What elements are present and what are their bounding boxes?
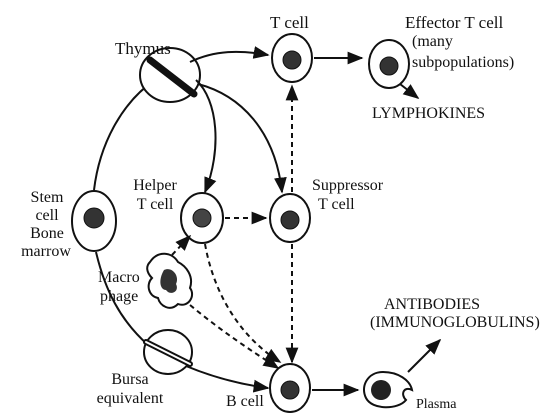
macrophage-to-helper-dashed bbox=[172, 236, 190, 255]
effector-note-line2: subpopulations) bbox=[412, 55, 514, 71]
lymphokines-label: LYMPHOKINES bbox=[372, 106, 485, 122]
bursa-to-bcell-arrow bbox=[186, 366, 268, 388]
stem-label-line1: Stem bbox=[22, 190, 72, 206]
stem-label-line4: marrow bbox=[16, 244, 76, 260]
antibodies-label-line2: (IMMUNOGLOBULINS) bbox=[370, 315, 540, 331]
plasma-to-antibodies-arrow bbox=[408, 340, 440, 372]
bursa-label-line1: Bursa bbox=[100, 372, 160, 388]
suppressor-label-line1: Suppressor bbox=[312, 178, 383, 194]
stem-to-thymus-path bbox=[94, 80, 155, 190]
plasma-cell bbox=[364, 372, 412, 407]
macrophage-to-bcell-dashed bbox=[190, 305, 278, 368]
b-cell bbox=[270, 364, 310, 412]
suppressor-label-line2: T cell bbox=[318, 197, 355, 213]
bursa-equivalent-organ bbox=[144, 330, 192, 374]
antibodies-label-line1: ANTIBODIES bbox=[384, 297, 480, 313]
helper-t-cell bbox=[181, 193, 223, 243]
stem-label-line3: Bone bbox=[22, 226, 72, 242]
thymus-to-tcell-arrow bbox=[190, 52, 268, 62]
helper-label-line2: T cell bbox=[125, 197, 185, 213]
stem-label-line2: cell bbox=[22, 208, 72, 224]
stem-cell bbox=[72, 191, 116, 251]
effector-note-line1: (many bbox=[412, 34, 453, 50]
thymus-to-helper-arrow bbox=[196, 80, 216, 192]
effector-to-lymphokines-arrow bbox=[400, 84, 418, 98]
helper-label-line1: Helper bbox=[125, 178, 185, 194]
macrophage-label-line2: phage bbox=[100, 289, 138, 305]
thymus-label: Thymus bbox=[115, 40, 171, 57]
effector-t-cell-label: Effector T cell bbox=[405, 14, 503, 31]
bursa-label-line2: equivalent bbox=[86, 391, 174, 407]
suppressor-t-cell bbox=[270, 194, 310, 242]
macrophage-label-line1: Macro bbox=[98, 270, 140, 286]
plasma-label: Plasma bbox=[416, 398, 456, 412]
t-cell bbox=[272, 34, 312, 82]
macrophage bbox=[147, 254, 192, 308]
t-cell-label: T cell bbox=[270, 14, 309, 31]
effector-t-cell bbox=[369, 40, 409, 88]
b-cell-label: B cell bbox=[226, 394, 264, 410]
